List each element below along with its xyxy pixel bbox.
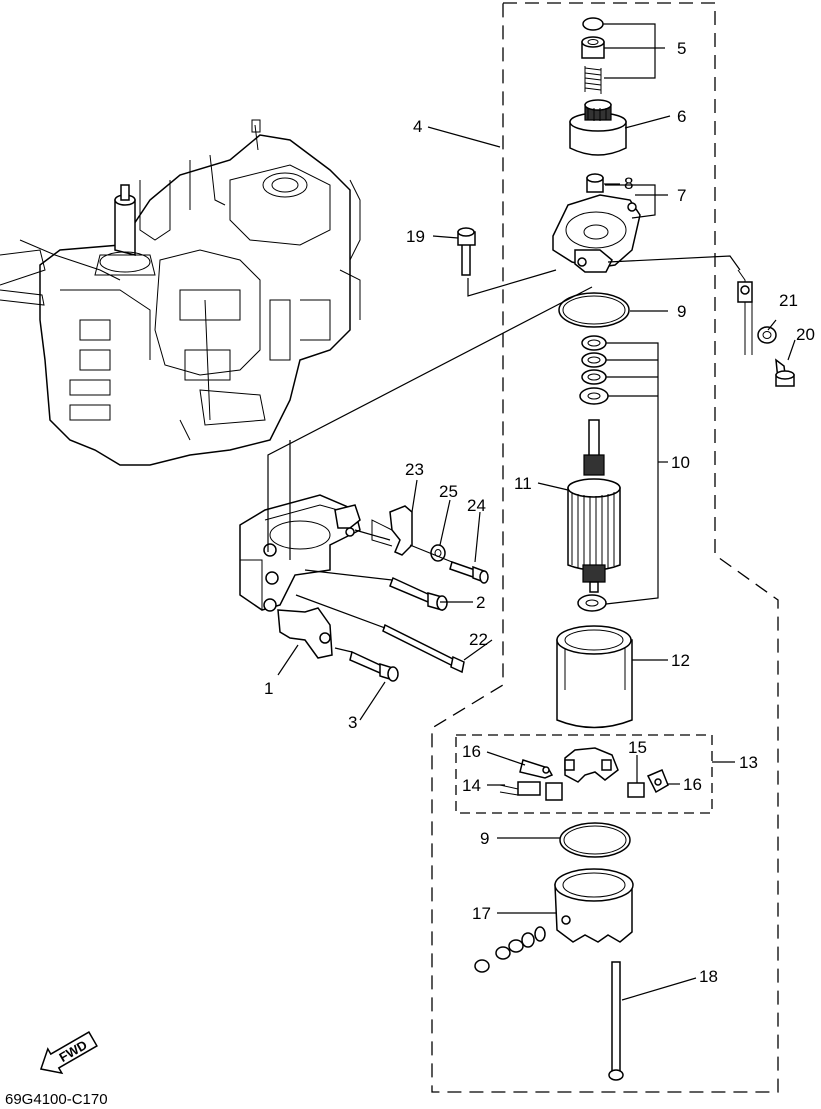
- starter-bracket-part: [239, 494, 361, 659]
- battery-cable: [737, 269, 753, 355]
- callout-9-top: 9: [677, 302, 686, 321]
- callout-17: 17: [472, 904, 491, 923]
- callout-12: 12: [671, 651, 690, 670]
- diagram-code: 69G4100-C170: [5, 1091, 108, 1108]
- brush-15: [627, 782, 645, 798]
- callout-8: 8: [624, 174, 633, 193]
- rear-cover-17: [554, 868, 634, 943]
- callout-25: 25: [439, 482, 458, 501]
- callout-5: 5: [677, 39, 686, 58]
- o-ring-9-top: [558, 292, 630, 328]
- callout-21: 21: [779, 291, 798, 310]
- spacer-and-spring-5: [581, 17, 605, 94]
- callout-23: 23: [405, 460, 424, 479]
- clip-23: [371, 505, 413, 556]
- front-bracket-7: [552, 194, 641, 273]
- callout-16-right: 16: [683, 775, 702, 794]
- brush-14: [499, 781, 563, 801]
- bolt-2: [389, 576, 448, 611]
- bolt-24: [449, 561, 489, 584]
- callout-22: 22: [469, 630, 488, 649]
- bolt-19: [457, 227, 476, 276]
- callout-19: 19: [406, 227, 425, 246]
- callout-16-left: 16: [462, 742, 481, 761]
- callout-9-bottom: 9: [480, 829, 489, 848]
- engine-block-illustration: [0, 119, 361, 466]
- brush-holder-13: [564, 747, 619, 783]
- brush-terminal-16-right: [646, 769, 669, 794]
- callout-7: 7: [677, 186, 686, 205]
- bolt-3: [349, 650, 399, 682]
- o-ring-9-bottom: [559, 822, 631, 858]
- callout-6: 6: [677, 107, 686, 126]
- washers-10: [577, 335, 609, 612]
- through-bolt-18: [608, 961, 624, 1081]
- armature-11: [567, 419, 621, 593]
- callout-20: 20: [796, 325, 815, 344]
- callout-24: 24: [467, 496, 486, 515]
- washer-21: [757, 326, 777, 344]
- yoke-12: [556, 625, 633, 729]
- drive-pinion-6: [569, 99, 627, 156]
- callout-10: 10: [671, 453, 690, 472]
- brush-assembly-boundary: [455, 734, 713, 814]
- callout-4: 4: [413, 117, 422, 136]
- starter-assembly-boundary: [431, 2, 779, 1093]
- callout-3: 3: [348, 713, 357, 732]
- callout-13: 13: [739, 753, 758, 772]
- callout-11: 11: [514, 474, 532, 493]
- collar-8: [586, 173, 604, 193]
- leader-lines: [267, 23, 796, 1001]
- brush-terminal-16-left: [519, 759, 554, 779]
- callout-2: 2: [476, 593, 485, 612]
- fwd-arrow-icon: FWD: [39, 1031, 98, 1075]
- long-bolt-22: [382, 623, 465, 674]
- callout-1: 1: [264, 679, 273, 698]
- bolt-20: [775, 358, 795, 387]
- callout-14: 14: [462, 776, 481, 795]
- nuts-and-washers: [474, 926, 546, 973]
- callout-15: 15: [628, 738, 647, 757]
- callout-18: 18: [699, 967, 718, 986]
- callout-labels: 1 2 3 4 5 6 7 8 9 9 10 11 12 13 14 15 16…: [264, 39, 815, 986]
